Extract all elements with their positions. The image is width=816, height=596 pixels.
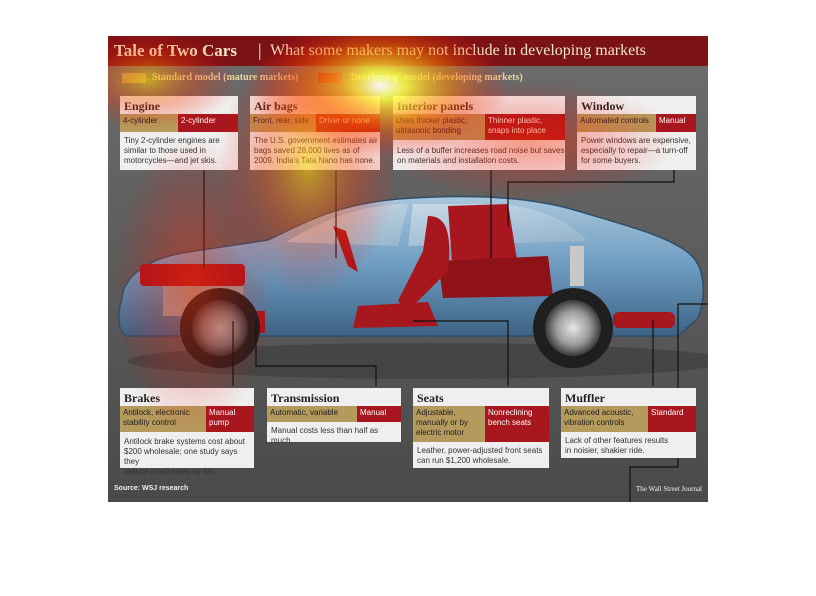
card-seats: Seats Adjustable, manually or by electri… [413,388,549,468]
card-title: Air bags [254,99,298,113]
legend: Standard model (mature markets) 'Develop… [108,70,708,86]
developing-value: Standard [648,406,696,432]
front-seat-cushion [353,302,438,328]
card-brakes: Brakes Antilock, electronic stability co… [120,388,254,476]
standard-value: 4-cylinder [120,114,178,132]
card-title: Window [581,99,625,113]
legend-swatch-developing [318,73,342,83]
legend-label-developing: 'Developing' model (developing markets) [348,72,523,83]
infographic-panel: Tale of Two Cars | What some makers may … [108,36,708,502]
card-title: Engine [124,99,161,113]
card-title: Muffler [565,391,605,405]
publisher-credit: The Wall Street Journal [636,485,702,493]
card-description: Leather, power-adjusted front seats can … [417,446,543,465]
standard-value: Automated controls [577,114,656,132]
card-interior-panels: Interior panels Uses thicker plastic, ul… [393,96,565,170]
standard-value: Automatic, variable [267,406,357,422]
card-description: Power windows are expensive, especially … [581,136,691,165]
developing-value: Nonreclining bench seats [485,406,549,442]
standard-value: Adjustable, manually or by electric moto… [413,406,485,442]
front-seat-back [398,216,450,311]
developing-value: Driver or none [316,114,380,132]
card-title: Seats [417,391,444,405]
muffler-part [613,312,675,328]
standard-value: Uses thicker plastic, ultrasonic bonding [393,114,485,140]
front-rim [192,300,248,356]
developing-value: Manual pump [206,406,254,432]
rear-suspension [570,246,584,286]
source-note: Source: WSJ research [114,485,189,492]
rear-cushion [438,256,553,298]
developing-value: 2-cylinder [178,114,238,132]
card-transmission: Transmission Automatic, variable Manual … [267,388,401,445]
page-subtitle: What some makers may not include in deve… [270,42,646,59]
card-title: Interior panels [397,99,474,113]
developing-value: Manual [357,406,401,422]
page-title: Tale of Two Cars [114,41,237,60]
developing-value: Thinner plastic, snaps into place [485,114,565,140]
developing-value: Manual [656,114,696,132]
rear-seat [448,204,518,276]
legend-swatch-standard [122,73,146,83]
title-bar: Tale of Two Cars | What some makers may … [108,36,708,66]
standard-value: Advanced acoustic, vibration controls [561,406,648,432]
rear-rim [545,300,601,356]
card-title: Transmission [271,391,340,405]
card-description: Less of a buffer increases road noise bu… [397,146,565,165]
standard-value: Antilock, electronic stability control [120,406,206,432]
standard-value: Front, rear, side [250,114,316,132]
card-title: Brakes [124,391,160,405]
engine-block [140,264,245,286]
title-separator: | [258,40,262,60]
card-muffler: Muffler Advanced acoustic, vibration con… [561,388,696,458]
legend-label-standard: Standard model (mature markets) [152,72,299,83]
card-description: The U.S. government estimates air bags s… [254,136,378,165]
card-airbags: Air bags Front, rear, side Driver or non… [250,96,380,170]
card-description: Antilock brake systems cost about $200 w… [124,437,245,476]
card-window: Window Automated controls Manual Power w… [577,96,696,170]
card-engine: Engine 4-cylinder 2-cylinder Tiny 2-cyli… [120,96,238,170]
card-description: Tiny 2-cylinder engines are similar to t… [124,136,220,165]
card-description: Lack of other features results in noisie… [565,436,669,455]
card-description: Manual costs less than half as much. [271,426,379,445]
